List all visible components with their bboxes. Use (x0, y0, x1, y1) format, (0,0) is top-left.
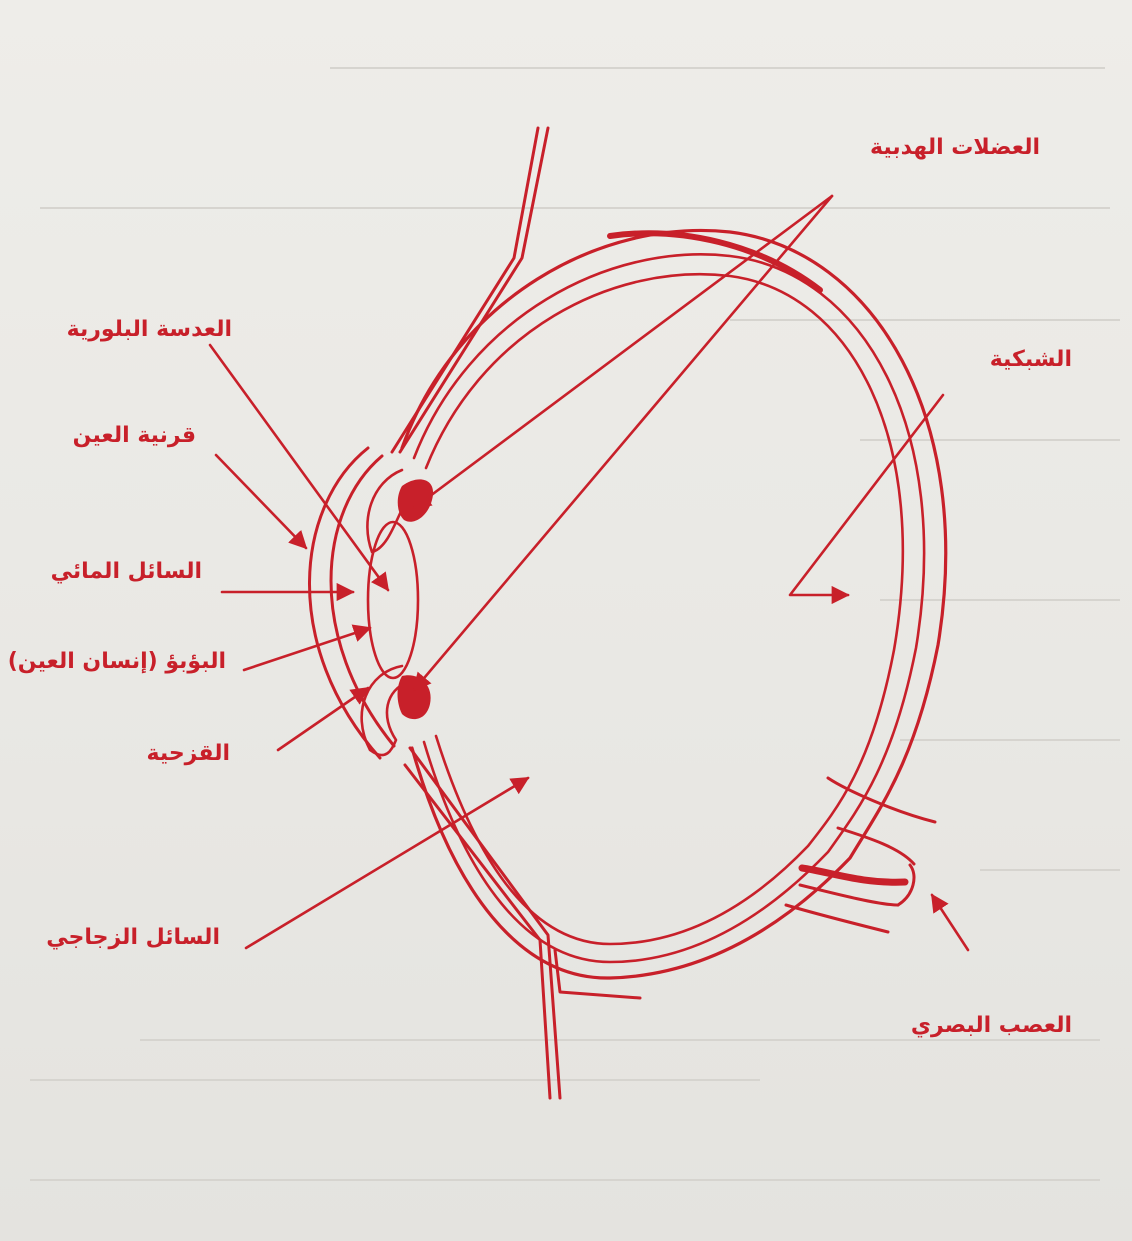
labels: العضلات الهدبية العدسة البلورية الشبكية … (8, 135, 1072, 1038)
ciliary-muscles-pointer-lower (414, 196, 832, 690)
iris-pointer (278, 688, 368, 750)
cornea (309, 448, 394, 758)
label-ciliary-muscles: العضلات الهدبية (870, 135, 1040, 160)
ciliary-body (398, 479, 434, 719)
upper-eyelid (392, 128, 548, 452)
vitreous-humor-pointer (246, 778, 528, 948)
pupil-pointer (244, 628, 370, 670)
label-iris: القزحية (147, 741, 231, 766)
label-crystalline-lens: العدسة البلورية (67, 317, 232, 342)
cornea-pointer (216, 455, 306, 548)
label-pupil: البؤبؤ (إنسان العين) (8, 649, 226, 674)
optic-nerve (786, 778, 935, 932)
crystalline-lens (368, 522, 418, 678)
retina-layer (426, 274, 903, 944)
pointer-lines (210, 196, 968, 950)
optic-nerve-pointer (932, 895, 968, 950)
crystalline-lens-pointer (210, 345, 388, 590)
label-optic-nerve: العصب البصري (911, 1013, 1072, 1038)
label-cornea: قرنية العين (73, 423, 196, 448)
label-retina: الشبكية (990, 347, 1072, 372)
label-vitreous-humor: السائل الزجاجي (46, 925, 220, 950)
label-aqueous-humor: السائل المائي (51, 559, 202, 584)
